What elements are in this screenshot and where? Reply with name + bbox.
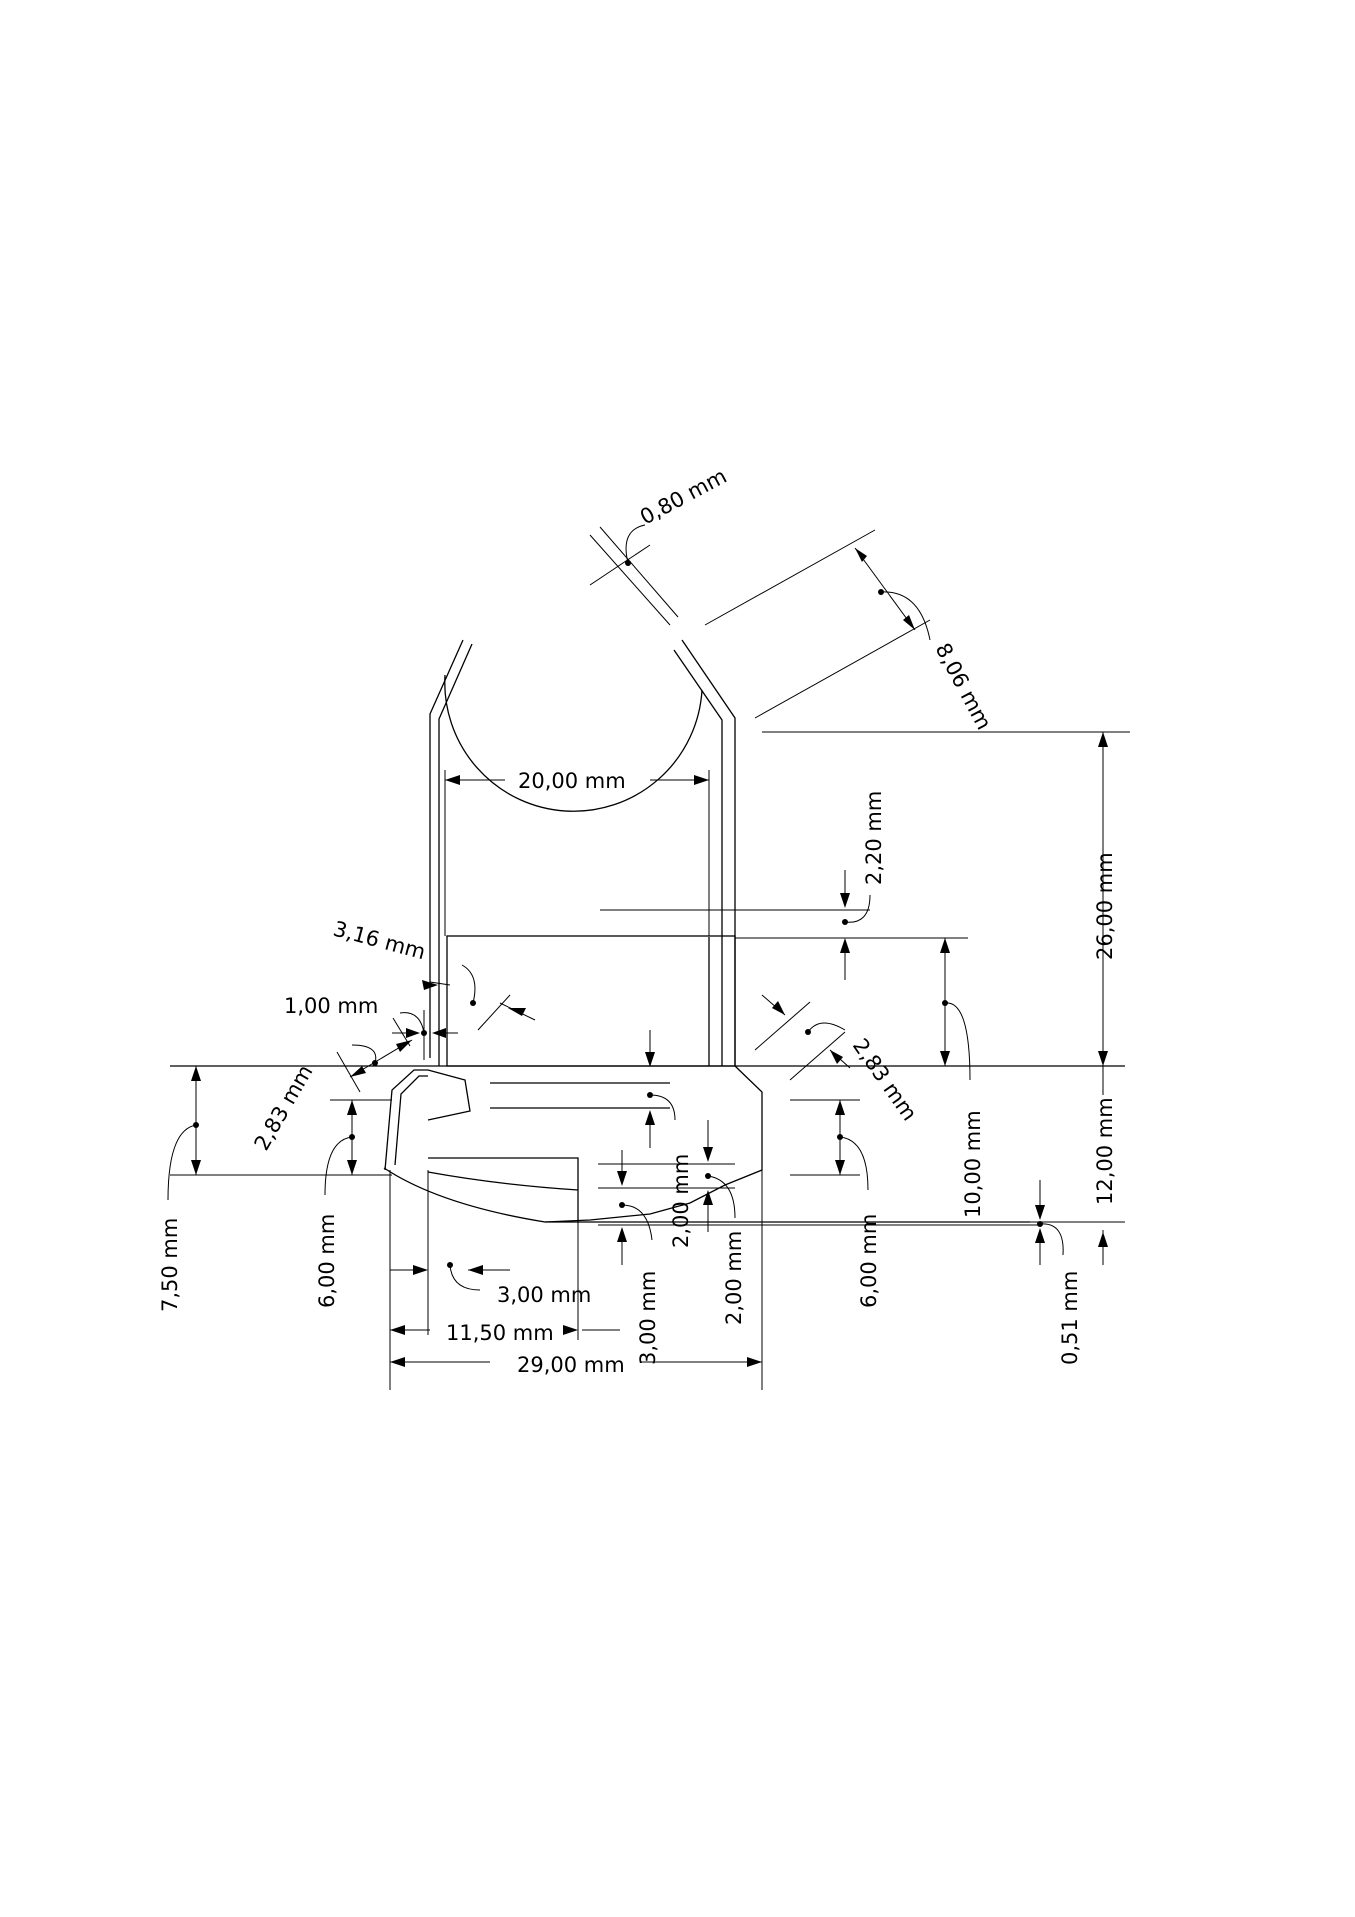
body-rect <box>446 935 736 1067</box>
dim-label-2-83-right: 2,83 mm <box>848 1034 922 1125</box>
dim-label-2-83-left: 2,83 mm <box>250 1061 318 1155</box>
dim-label-0-80: 0,80 mm <box>636 464 731 529</box>
dim-label-3-16: 3,16 mm <box>331 917 428 965</box>
dim-label-3-00-vertical: 3,00 mm <box>636 1271 660 1365</box>
dim-label-0-51: 0,51 mm <box>1058 1271 1082 1365</box>
dim-label-7-50: 7,50 mm <box>158 1218 182 1312</box>
dim-label-1-00: 1,00 mm <box>284 994 378 1018</box>
dim-label-12-00: 12,00 mm <box>1093 1097 1117 1205</box>
lower-shelf <box>428 1157 579 1222</box>
dimension-labels: 0,80 mm 8,06 mm 20,00 mm 26,00 mm 2,20 m… <box>158 464 1117 1377</box>
dim-label-2-00-lower: 2,00 mm <box>722 1231 746 1325</box>
base-left-profile-inner <box>394 1075 428 1166</box>
base-curve <box>383 1167 546 1223</box>
dim-label-6-00-left: 6,00 mm <box>315 1214 339 1308</box>
dimension-lines <box>167 524 1130 1390</box>
left-arm <box>429 639 464 1058</box>
dim-label-26-00: 26,00 mm <box>1093 852 1117 960</box>
dim-label-10-00: 10,00 mm <box>961 1110 985 1218</box>
groove <box>427 1069 471 1121</box>
dim-label-11-50: 11,50 mm <box>446 1321 554 1345</box>
left-arm-inner <box>438 643 473 1066</box>
clip-circle <box>444 674 703 812</box>
dim-label-20-00: 20,00 mm <box>518 769 626 793</box>
dim-label-8-06: 8,06 mm <box>931 639 996 734</box>
right-arm-inner <box>673 649 723 1066</box>
dim-label-2-20: 2,20 mm <box>862 791 886 885</box>
dim-label-2-00-upper: 2,00 mm <box>669 1154 693 1248</box>
lower-shelf-curve <box>427 1171 579 1191</box>
base-left-profile <box>384 1069 428 1171</box>
dim-label-6-00-right: 6,00 mm <box>857 1214 881 1308</box>
part-outline <box>170 639 1125 1223</box>
dim-label-3-00-horizontal: 3,00 mm <box>497 1283 591 1307</box>
dim-label-29-00: 29,00 mm <box>517 1353 625 1377</box>
